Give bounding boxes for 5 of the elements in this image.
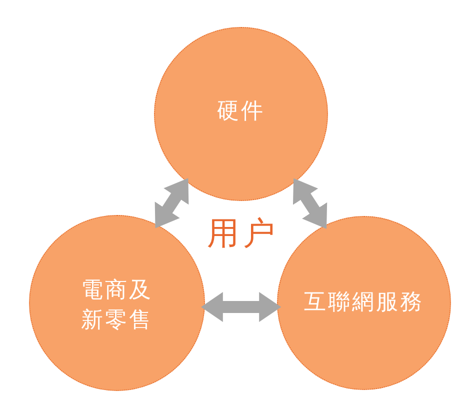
center-label: 用户 (207, 215, 279, 251)
double-headed-arrow (200, 292, 282, 322)
node-label: 硬件 (216, 97, 266, 125)
node-label: 互聯網服務 (303, 288, 425, 316)
node-label: 電商及新零售 (80, 276, 154, 334)
